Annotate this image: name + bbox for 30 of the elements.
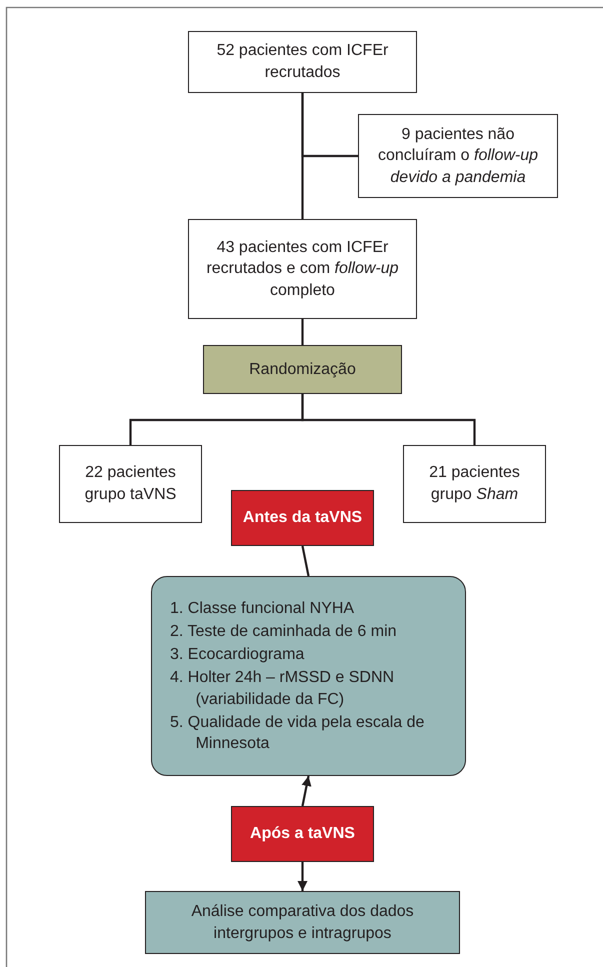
node-label: 22 pacientes grupo taVNS (84, 463, 178, 505)
process-box (59, 445, 202, 523)
process-box (188, 31, 417, 93)
node-label: Análise comparativa dos dados intergrupos e intragrupos (190, 902, 415, 944)
connector-line (301, 93, 358, 158)
node-label: 52 pacientes com ICFEr recrutados (216, 41, 390, 83)
assessment-box (151, 576, 466, 776)
arrow (301, 776, 312, 806)
process-box (145, 891, 460, 954)
connector-line (301, 394, 476, 445)
node-label: 43 pacientes com ICFEr recrutados e com follow-up completo (205, 238, 400, 301)
node-label: Antes da taVNS (242, 508, 362, 528)
node-label: Randomização (249, 360, 356, 380)
process-box (203, 345, 402, 394)
stage-box (231, 490, 374, 546)
list-item: 5. Qualidade de vida pela escala de Minnesota (170, 712, 426, 754)
list-item: 2. Teste de caminhada de 6 min (170, 622, 398, 642)
process-box (188, 219, 417, 319)
process-box (358, 114, 558, 198)
list-item: 1. Classe funcional NYHA (170, 598, 356, 619)
node-label: 9 pacientes não concluíram o follow-up devido a pandemia (376, 124, 540, 188)
node-label: Após a taVNS (250, 824, 355, 844)
connector-line (301, 319, 304, 345)
stage-box (231, 806, 374, 862)
arrow (298, 862, 308, 891)
list-item: 3. Ecocardiograma (170, 645, 306, 666)
connector-line (301, 546, 310, 576)
list-item: 4. Holter 24h – rMSSD e SDNN (variabilidade da FC) (170, 668, 396, 710)
node-label: 21 pacientes grupo Sham (428, 463, 521, 505)
process-box (403, 445, 546, 523)
